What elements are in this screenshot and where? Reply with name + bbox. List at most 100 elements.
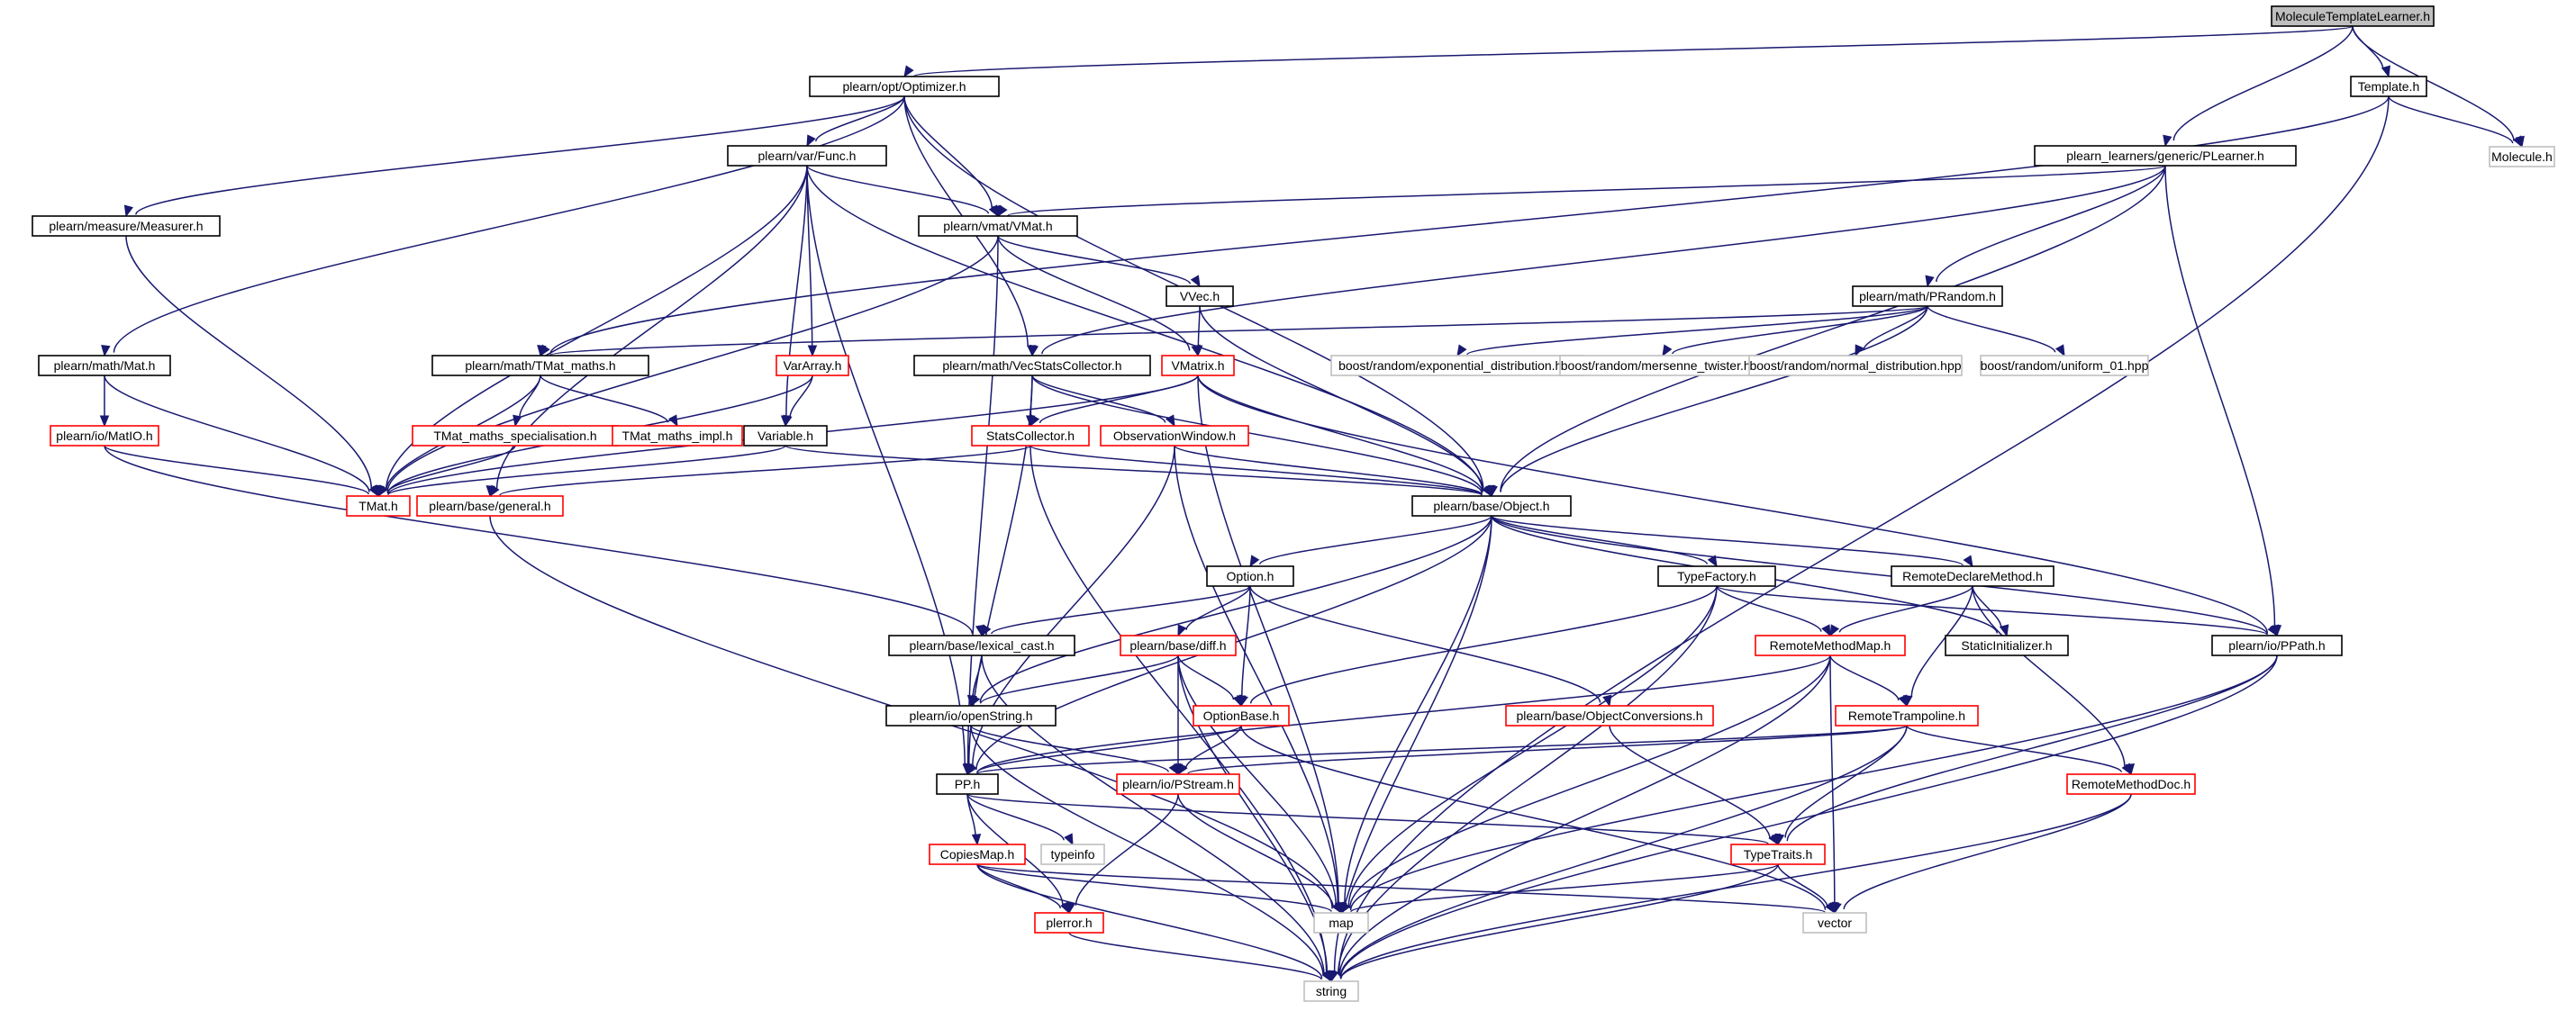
- edge-object-to-openstring: [967, 515, 1492, 708]
- node-general[interactable]: plearn/base/general.h: [416, 495, 564, 517]
- node-label: plearn/io/PPath.h: [2228, 638, 2325, 653]
- node-pstream[interactable]: plearn/io/PStream.h: [1116, 773, 1240, 795]
- edge-vvec-to-object: [1199, 305, 1495, 498]
- node-label: boost/random/exponential_distribution.hp…: [1338, 358, 1576, 373]
- node-box: [743, 425, 828, 447]
- node-obswindow[interactable]: ObservationWindow.h: [1100, 425, 1249, 447]
- edge-diff-to-optionbase: [1177, 654, 1242, 708]
- node-box: [1730, 844, 1826, 865]
- edge-objconv-to-typetraits: [1609, 725, 1781, 846]
- node-option[interactable]: Option.h: [1206, 565, 1294, 587]
- node-mersenne[interactable]: boost/random/mersenne_twister.hpp: [1559, 355, 1766, 376]
- node-label: OptionBase.h: [1203, 709, 1280, 723]
- node-box: [1802, 912, 1867, 934]
- node-box: [913, 355, 1151, 376]
- node-tmat-impl[interactable]: TMat_maths_impl.h: [612, 425, 743, 447]
- edge-func-to-tmat: [374, 165, 808, 498]
- edge-variable-to-tmat: [377, 445, 786, 498]
- edge-trampoline-to-pstream: [1177, 725, 1908, 776]
- node-vararray[interactable]: VarArray.h: [776, 355, 849, 376]
- node-remotemethoddoc[interactable]: RemoteMethodDoc.h: [2066, 773, 2196, 795]
- node-label: CopiesMap.h: [940, 847, 1015, 862]
- node-vvec[interactable]: VVec.h: [1166, 285, 1234, 307]
- node-template[interactable]: Template.h: [2350, 76, 2427, 97]
- edge-prandom-to-object: [1488, 305, 1928, 498]
- node-label: plearn/math/TMat_maths.h: [465, 358, 615, 373]
- edge-prandom-to-mersenne: [1662, 305, 1928, 357]
- edge-option-to-diff: [1177, 585, 1251, 637]
- node-root[interactable]: MoleculeTemplateLearner.h: [2271, 5, 2435, 27]
- edge-plearner-to-vecstats: [1029, 165, 2166, 357]
- edge-prandom-to-tmat_maths: [540, 305, 1928, 357]
- node-lexicalcast[interactable]: plearn/base/lexical_cast.h: [888, 635, 1075, 656]
- node-typeinfo[interactable]: typeinfo: [1040, 844, 1105, 865]
- node-uniform01[interactable]: boost/random/uniform_01.hpp: [1980, 355, 2149, 376]
- node-statscollector[interactable]: StatsCollector.h: [971, 425, 1090, 447]
- node-plearner[interactable]: plearn_learners/generic/PLearner.h: [2034, 145, 2297, 167]
- node-label: RemoteMethodDoc.h: [2072, 777, 2191, 791]
- node-exp-dist[interactable]: boost/random/exponential_distribution.hp…: [1330, 355, 1584, 376]
- node-openstring[interactable]: plearn/io/openString.h: [885, 705, 1057, 727]
- node-normal-dist[interactable]: boost/random/normal_distribution.hpp: [1748, 355, 1963, 376]
- node-vmatrix[interactable]: VMatrix.h: [1161, 355, 1235, 376]
- node-label: TypeFactory.h: [1677, 569, 1756, 583]
- node-trampoline[interactable]: RemoteTrampoline.h: [1835, 705, 1979, 727]
- node-string[interactable]: string: [1303, 980, 1359, 1002]
- node-label: plearn/base/Object.h: [1433, 499, 1549, 513]
- edge-vecstats-to-obswindow: [1031, 375, 1175, 428]
- node-label: plearn/base/general.h: [429, 499, 550, 513]
- node-vecstats[interactable]: plearn/math/VecStatsCollector.h: [913, 355, 1151, 376]
- edge-optimizer-to-func: [806, 95, 905, 148]
- node-object[interactable]: plearn/base/Object.h: [1411, 495, 1572, 517]
- node-label: vector: [1818, 916, 1852, 930]
- edge-vmatrix-to-ppath: [1197, 375, 2281, 637]
- edge-plearner-to-object: [1487, 165, 2166, 498]
- edge-prandom-to-uniform01: [1927, 305, 2065, 357]
- node-pp[interactable]: PP.h: [936, 773, 999, 795]
- node-diff[interactable]: plearn/base/diff.h: [1120, 635, 1237, 656]
- edge-remotemethodmap-to-trampoline: [1829, 654, 1908, 708]
- edge-openstring-to-pstream: [970, 725, 1179, 776]
- node-label: ObservationWindow.h: [1113, 429, 1236, 443]
- edge-trampoline-to-remotemethoddoc: [1906, 725, 2132, 776]
- node-measurer[interactable]: plearn/measure/Measurer.h: [32, 215, 221, 237]
- node-remotemethodmap[interactable]: RemoteMethodMap.h: [1755, 635, 1906, 656]
- node-molecule[interactable]: Molecule.h: [2489, 146, 2555, 167]
- node-prandom[interactable]: plearn/math/PRandom.h: [1852, 285, 2003, 307]
- node-objconv[interactable]: plearn/base/ObjectConversions.h: [1505, 705, 1714, 727]
- node-label: plearn_learners/generic/PLearner.h: [2066, 149, 2263, 163]
- node-optimizer[interactable]: plearn/opt/Optimizer.h: [809, 76, 1000, 97]
- node-ppath[interactable]: plearn/io/PPath.h: [2211, 635, 2343, 656]
- node-label: boost/random/mersenne_twister.hpp: [1561, 358, 1765, 373]
- node-variable[interactable]: Variable.h: [743, 425, 828, 447]
- edge-option-to-objconv: [1249, 585, 1612, 708]
- node-typetraits[interactable]: TypeTraits.h: [1730, 844, 1826, 865]
- node-map[interactable]: map: [1313, 912, 1369, 934]
- node-box: [1852, 285, 2003, 307]
- node-remotedeclare[interactable]: RemoteDeclareMethod.h: [1891, 565, 2054, 587]
- node-tmat-spec[interactable]: TMat_maths_specialisation.h: [412, 425, 619, 447]
- edge-prandom-to-exp_dist: [1456, 305, 1928, 357]
- node-typefactory[interactable]: TypeFactory.h: [1657, 565, 1776, 587]
- node-box: [936, 773, 999, 795]
- node-mat[interactable]: plearn/math/Mat.h: [38, 355, 171, 376]
- node-label: plearn/io/openString.h: [910, 709, 1033, 723]
- edge-optimizer-to-mat: [101, 95, 905, 357]
- node-copiesmap[interactable]: CopiesMap.h: [929, 844, 1026, 865]
- node-matio[interactable]: plearn/io/MatIO.h: [50, 425, 159, 447]
- node-optionbase[interactable]: OptionBase.h: [1193, 705, 1290, 727]
- node-box: [1303, 980, 1359, 1002]
- edge-typefactory-to-optionbase: [1238, 585, 1718, 708]
- node-box: [416, 495, 564, 517]
- edge-object-to-ppath: [1491, 515, 2280, 637]
- node-staticinit[interactable]: StaticInitializer.h: [1945, 635, 2069, 656]
- node-vector[interactable]: vector: [1802, 912, 1867, 934]
- node-tmat[interactable]: TMat.h: [346, 495, 411, 517]
- node-perror[interactable]: plerror.h: [1034, 912, 1104, 934]
- node-vmat[interactable]: plearn/vmat/VMat.h: [918, 215, 1078, 237]
- node-tmat-maths[interactable]: plearn/math/TMat_maths.h: [431, 355, 649, 376]
- node-label: plearn/io/PStream.h: [1122, 777, 1234, 791]
- node-box: [2489, 146, 2555, 167]
- node-label: VMatrix.h: [1171, 358, 1224, 373]
- node-func[interactable]: plearn/var/Func.h: [727, 145, 887, 167]
